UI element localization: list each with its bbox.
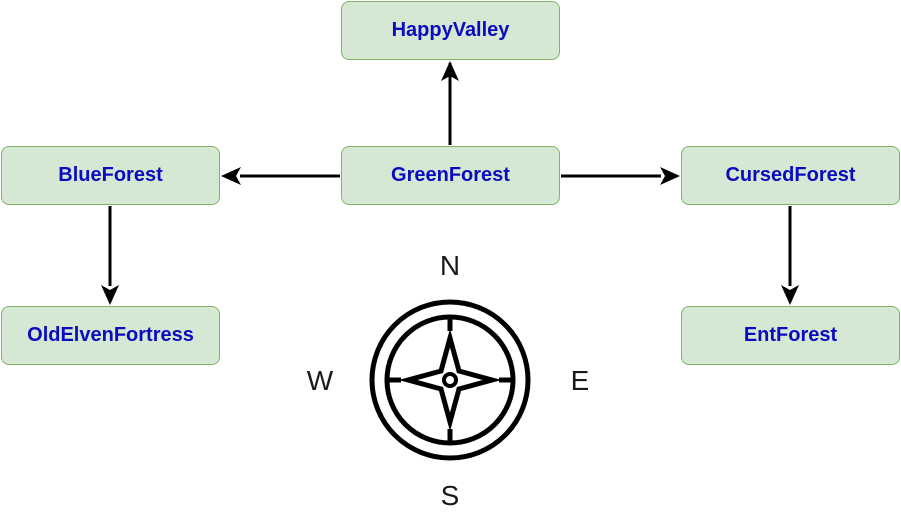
compass-east-label: E [570,365,590,396]
node-happy-valley[interactable]: HappyValley [341,1,560,60]
arrowhead-down-icon [101,285,119,305]
node-green-forest[interactable]: GreenForest [341,146,560,205]
node-label: GreenForest [391,164,510,186]
node-old-elven-fortress[interactable]: OldElvenFortress [1,306,220,365]
compass-north-label: N [439,250,461,281]
compass-icon [369,299,531,461]
node-blue-forest[interactable]: BlueForest [1,146,220,205]
node-ent-forest[interactable]: EntForest [681,306,900,365]
arrowhead-up-icon [441,61,459,81]
arrowhead-right-icon [660,167,680,185]
arrowhead-left-icon [221,167,241,185]
node-label: HappyValley [391,19,510,41]
arrowhead-down-icon [781,285,799,305]
node-label: EntForest [743,324,838,346]
node-cursed-forest[interactable]: CursedForest [681,146,900,205]
node-label: CursedForest [725,164,856,186]
compass-south-label: S [440,480,460,511]
compass-west-label: W [306,365,334,396]
node-label: BlueForest [58,164,163,186]
node-label: OldElvenFortress [27,324,194,346]
